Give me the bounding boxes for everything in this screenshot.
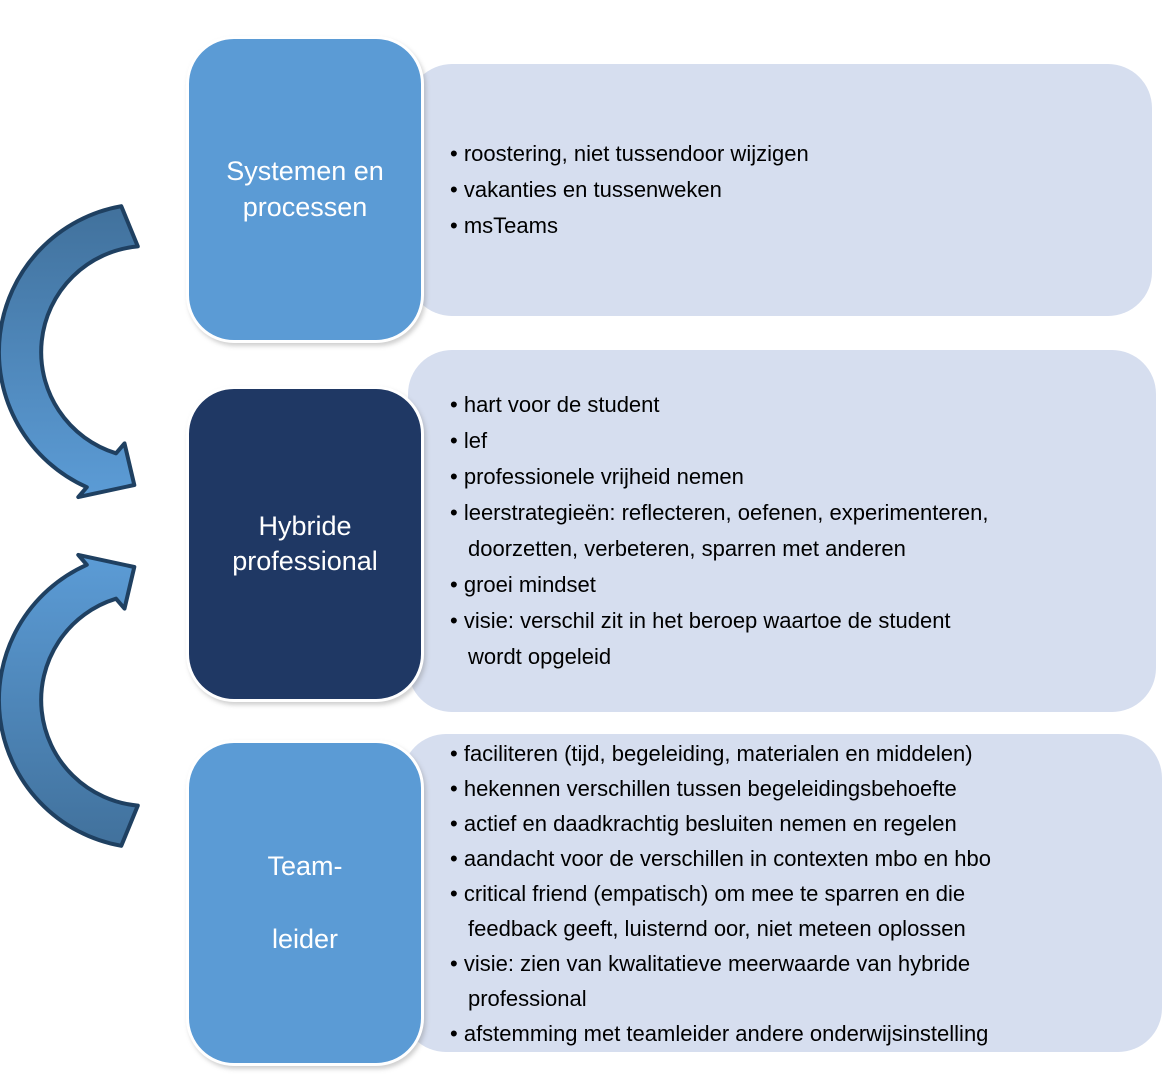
box-hybride-professional: Hybride professional (186, 386, 424, 702)
bullet-item: aandacht voor de verschillen in contexte… (450, 841, 1120, 876)
bullet-item: roostering, niet tussendoor wijzigen (450, 136, 1106, 172)
bullet-list-systemen: roostering, niet tussendoor wijzigenvaka… (450, 136, 1106, 244)
box-label: Systemen en processen (226, 156, 384, 222)
bullet-item: visie: zien van kwalitatieve meerwaarde … (450, 946, 1120, 1016)
box-label: Hybride professional (232, 510, 378, 576)
bullet-item: faciliteren (tijd, begeleiding, material… (450, 736, 1120, 771)
panel-systemen-en-processen: roostering, niet tussendoor wijzigenvaka… (408, 64, 1152, 316)
box-systemen-en-processen: Systemen en processen (186, 36, 424, 343)
panel-teamleider: faciliteren (tijd, begeleiding, material… (402, 734, 1162, 1052)
panel-hybride-professional: hart voor de studentlefprofessionele vri… (408, 350, 1156, 712)
bullet-item: hart voor de student (450, 387, 1110, 423)
bullet-item: afstemming met teamleider andere onderwi… (450, 1016, 1120, 1051)
bullet-item: professionele vrijheid nemen (450, 459, 1110, 495)
curved-arrow-down-icon (0, 204, 140, 500)
bullet-item: lef (450, 423, 1110, 459)
box-label: Team- leider (267, 851, 343, 954)
bullet-item: hekennen verschillen tussen begeleidings… (450, 771, 1120, 806)
bullet-item: leerstrategieën: reflecteren, oefenen, e… (450, 495, 1110, 567)
bullet-item: groei mindset (450, 567, 1110, 603)
bullet-item: critical friend (empatisch) om mee te sp… (450, 876, 1120, 946)
bullet-item: actief en daadkrachtig besluiten nemen e… (450, 806, 1120, 841)
bullet-list-teamleider: faciliteren (tijd, begeleiding, material… (450, 736, 1120, 1051)
curved-arrow-up-icon (0, 552, 140, 848)
bullet-item: vakanties en tussenweken (450, 172, 1106, 208)
bullet-item: visie: verschil zit in het beroep waarto… (450, 603, 1110, 675)
bullet-list-hybride: hart voor de studentlefprofessionele vri… (450, 387, 1110, 675)
box-teamleider: Team- leider (186, 740, 424, 1066)
bullet-item: msTeams (450, 208, 1106, 244)
